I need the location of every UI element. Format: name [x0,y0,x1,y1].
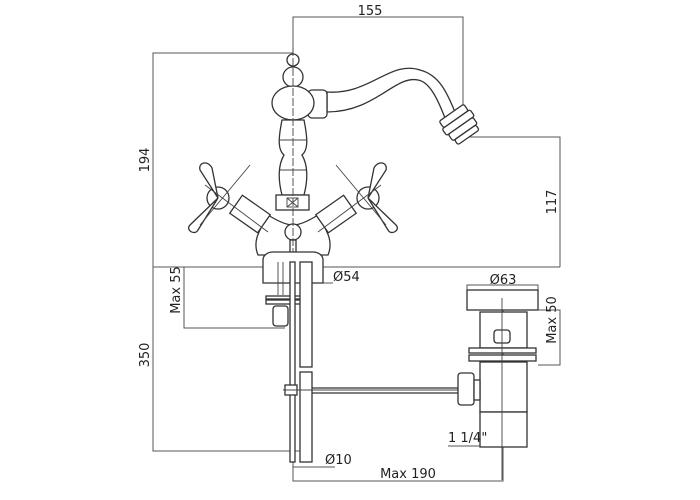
left-handle [188,162,272,234]
label-diameter-63: Ø63 [490,273,517,288]
label-max-190: Max 190 [380,467,436,482]
label-max-55: Max 55 [169,266,184,314]
label-194: 194 [138,148,153,173]
label-350: 350 [138,343,153,368]
drain-assembly [457,289,539,480]
dimension-labels: 155 194 117 Max 55 Ø54 350 Ø63 Max 50 1 … [138,4,560,482]
right-handle [314,162,398,234]
label-117: 117 [545,190,560,215]
label-thread: 1 1/4" [448,431,487,446]
label-diameter-10: Ø10 [325,453,352,468]
under-deck-parts [262,251,510,463]
label-max-50: Max 50 [545,296,560,344]
faucet-body [188,48,480,262]
label-diameter-54: Ø54 [333,270,360,285]
label-155: 155 [358,4,383,19]
